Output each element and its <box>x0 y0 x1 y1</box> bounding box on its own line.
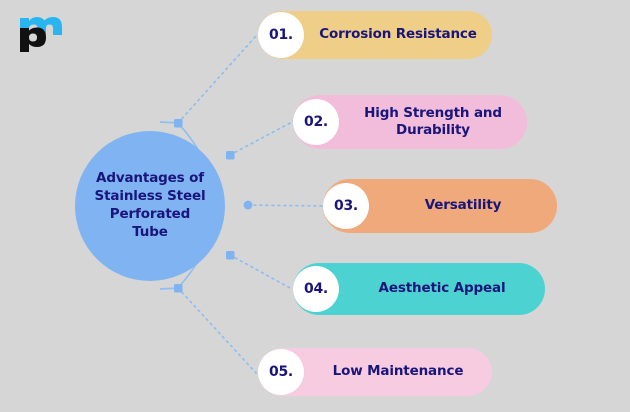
item-label-5: Low Maintenance <box>332 363 464 380</box>
dotted-line-3 <box>247 204 323 207</box>
arc-node-1 <box>174 119 183 128</box>
arc-node-5 <box>174 284 183 293</box>
arc-node-2 <box>226 151 235 160</box>
pm-logo[interactable] <box>12 8 68 56</box>
item-number-badge-5: 05. <box>258 349 304 395</box>
center-circle: Advantages of Stainless Steel Perforated… <box>75 131 225 281</box>
item-label-3: Versatility <box>424 197 502 214</box>
dotted-line-1 <box>177 35 257 124</box>
item-label-4: Aesthetic Appeal <box>378 280 506 297</box>
list-item[interactable]: 03. Versatility <box>323 179 557 233</box>
arc-node-4 <box>226 251 235 260</box>
arc-node-3 <box>243 200 253 210</box>
list-item[interactable]: 04. Aesthetic Appeal <box>293 263 545 315</box>
item-number-badge-3: 03. <box>323 183 369 229</box>
item-number-badge-1: 01. <box>258 12 304 58</box>
item-number-badge-4: 04. <box>293 266 339 312</box>
dotted-line-2 <box>229 121 293 156</box>
dotted-line-5 <box>177 287 257 374</box>
list-item[interactable]: 01. Corrosion Resistance <box>258 11 492 59</box>
list-item[interactable]: 02. High Strength and Durability <box>293 95 527 149</box>
list-item[interactable]: 05. Low Maintenance <box>258 348 492 396</box>
item-label-2: High Strength and Durability <box>364 104 502 138</box>
dotted-line-4 <box>229 254 293 290</box>
pm-logo-icon <box>20 17 62 52</box>
center-title: Advantages of Stainless Steel Perforated… <box>94 170 206 240</box>
item-number-badge-2: 02. <box>293 99 339 145</box>
item-label-1: Corrosion Resistance <box>319 26 477 43</box>
